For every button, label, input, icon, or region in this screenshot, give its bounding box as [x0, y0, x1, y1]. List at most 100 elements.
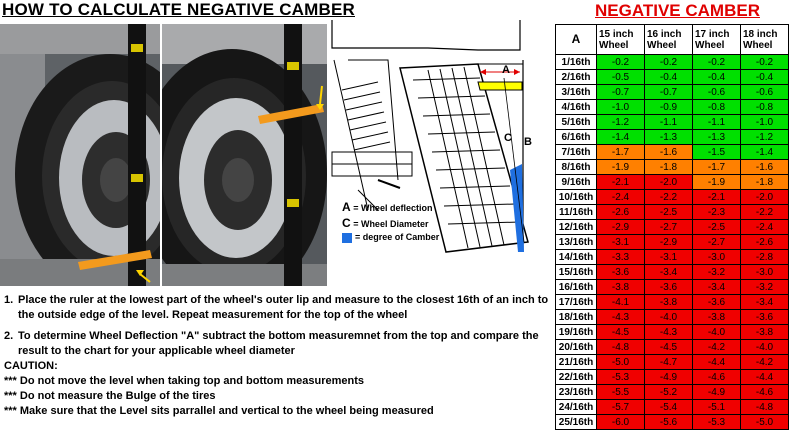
camber-value-cell: -2.2	[740, 204, 789, 220]
camber-value-cell: -0.2	[692, 54, 741, 70]
deflection-cell: 14/16th	[555, 249, 597, 265]
camber-value-cell: -1.0	[740, 114, 789, 130]
deflection-cell: 1/16th	[555, 54, 597, 70]
camber-value-cell: -3.6	[596, 264, 645, 280]
deflection-cell: 21/16th	[555, 354, 597, 370]
table-row: 23/16th-5.5-5.2-4.9-4.6	[555, 384, 789, 400]
camber-value-cell: -0.9	[644, 99, 693, 115]
camber-value-cell: -1.5	[692, 144, 741, 160]
camber-value-cell: -4.1	[596, 294, 645, 310]
camber-value-cell: -4.3	[596, 309, 645, 325]
deflection-cell: 20/16th	[555, 339, 597, 355]
camber-value-cell: -0.5	[596, 69, 645, 85]
camber-value-cell: -1.7	[596, 144, 645, 160]
table-title: NEGATIVE CAMBER	[595, 1, 760, 20]
camber-value-cell: -4.2	[692, 339, 741, 355]
deflection-cell: 19/16th	[555, 324, 597, 340]
camber-value-cell: -4.2	[740, 354, 789, 370]
camber-value-cell: -4.7	[644, 354, 693, 370]
deflection-cell: 6/16th	[555, 129, 597, 145]
camber-value-cell: -2.3	[692, 204, 741, 220]
deflection-cell: 7/16th	[555, 144, 597, 160]
camber-value-cell: -4.6	[692, 369, 741, 385]
table-row: 1/16th-0.2-0.2-0.2-0.2	[555, 54, 789, 70]
camber-value-cell: -4.4	[692, 354, 741, 370]
legend-item-deflection: A = Wheel deflection	[342, 200, 433, 214]
camber-value-cell: -1.4	[740, 144, 789, 160]
camber-value-cell: -4.8	[596, 339, 645, 355]
caution-item: *** Do not measure the Bulge of the tire…	[4, 390, 216, 402]
label-b: B	[524, 136, 532, 148]
camber-value-cell: -1.1	[692, 114, 741, 130]
camber-value-cell: -2.7	[644, 219, 693, 235]
camber-value-cell: -4.5	[644, 339, 693, 355]
deflection-cell: 8/16th	[555, 159, 597, 175]
camber-value-cell: -3.8	[692, 309, 741, 325]
camber-value-cell: -2.0	[644, 174, 693, 190]
camber-value-cell: -2.7	[692, 234, 741, 250]
camber-table: A 15 inch Wheel 16 inch Wheel 17 inch Wh…	[555, 24, 789, 430]
camber-value-cell: -2.5	[644, 204, 693, 220]
camber-value-cell: -3.6	[692, 294, 741, 310]
camber-value-cell: -5.2	[644, 384, 693, 400]
table-row: 4/16th-1.0-0.9-0.8-0.8	[555, 99, 789, 115]
deflection-cell: 3/16th	[555, 84, 597, 100]
table-row: 17/16th-4.1-3.8-3.6-3.4	[555, 294, 789, 310]
camber-value-cell: -2.0	[740, 189, 789, 205]
camber-value-cell: -2.5	[692, 219, 741, 235]
camber-value-cell: -3.0	[692, 249, 741, 265]
table-row: 15/16th-3.6-3.4-3.2-3.0	[555, 264, 789, 280]
deflection-cell: 2/16th	[555, 69, 597, 85]
header-15-inch: 15 inch Wheel	[596, 24, 645, 55]
camber-value-cell: -4.0	[692, 324, 741, 340]
camber-value-cell: -1.6	[740, 159, 789, 175]
camber-value-cell: -2.2	[644, 189, 693, 205]
camber-value-cell: -5.0	[740, 414, 789, 430]
camber-value-cell: -1.2	[596, 114, 645, 130]
camber-value-cell: -1.3	[692, 129, 741, 145]
table-row: 7/16th-1.7-1.6-1.5-1.4	[555, 144, 789, 160]
camber-value-cell: -6.0	[596, 414, 645, 430]
camber-value-cell: -1.9	[596, 159, 645, 175]
camber-value-cell: -0.2	[644, 54, 693, 70]
camber-value-cell: -3.0	[740, 264, 789, 280]
camber-value-cell: -1.4	[596, 129, 645, 145]
camber-value-cell: -3.2	[692, 264, 741, 280]
deflection-cell: 10/16th	[555, 189, 597, 205]
label-c: C	[504, 132, 512, 144]
instruction-step: 2. To determine Wheel Deflection "A" sub…	[4, 330, 539, 357]
camber-value-cell: -3.6	[644, 279, 693, 295]
camber-value-cell: -1.1	[644, 114, 693, 130]
camber-value-cell: -3.4	[740, 294, 789, 310]
deflection-cell: 9/16th	[555, 174, 597, 190]
deflection-cell: 11/16th	[555, 204, 597, 220]
camber-value-cell: -0.6	[740, 84, 789, 100]
camber-value-cell: -4.0	[740, 339, 789, 355]
table-row: 25/16th-6.0-5.6-5.3-5.0	[555, 414, 789, 430]
camber-value-cell: -3.2	[740, 279, 789, 295]
camber-value-cell: -3.1	[596, 234, 645, 250]
table-header-row: A 15 inch Wheel 16 inch Wheel 17 inch Wh…	[555, 24, 789, 55]
table-row: 13/16th-3.1-2.9-2.7-2.6	[555, 234, 789, 250]
table-row: 16/16th-3.8-3.6-3.4-3.2	[555, 279, 789, 295]
camber-value-cell: -3.8	[644, 294, 693, 310]
camber-value-cell: -4.9	[644, 369, 693, 385]
camber-value-cell: -1.3	[644, 129, 693, 145]
caution-item: *** Do not move the level when taking to…	[4, 375, 365, 387]
deflection-cell: 4/16th	[555, 99, 597, 115]
camber-value-cell: -2.1	[596, 174, 645, 190]
camber-value-cell: -0.4	[644, 69, 693, 85]
page-title: HOW TO CALCULATE NEGATIVE CAMBER	[2, 0, 355, 19]
camber-value-cell: -2.4	[596, 189, 645, 205]
camber-value-cell: -2.1	[692, 189, 741, 205]
table-row: 9/16th-2.1-2.0-1.9-1.8	[555, 174, 789, 190]
camber-value-cell: -1.7	[692, 159, 741, 175]
camber-value-cell: -5.7	[596, 399, 645, 415]
camber-value-cell: -3.1	[644, 249, 693, 265]
table-row: 3/16th-0.7-0.7-0.6-0.6	[555, 84, 789, 100]
camber-value-cell: -0.2	[740, 54, 789, 70]
camber-value-cell: -1.9	[692, 174, 741, 190]
deflection-cell: 12/16th	[555, 219, 597, 235]
camber-value-cell: -5.0	[596, 354, 645, 370]
photo-top-measurement	[162, 24, 327, 286]
